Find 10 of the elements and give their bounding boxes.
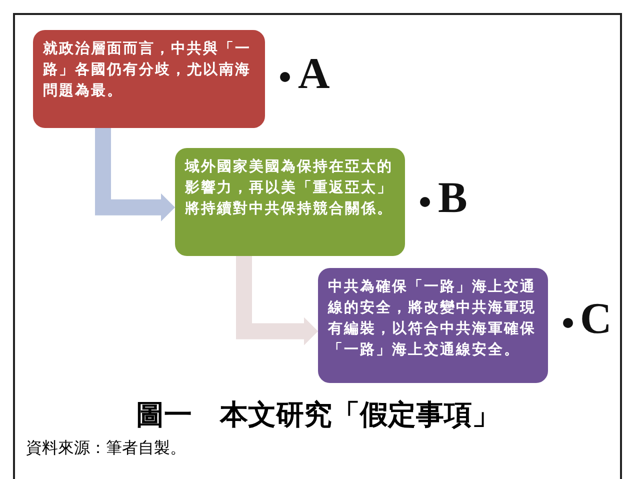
- text-box: 就政治層面而言，中共與「一路」各國仍有分歧，尤以南海問題為最。: [33, 30, 265, 128]
- item-letter: C: [580, 297, 612, 341]
- text-box: 中共為確保「一路」海上交通線的安全，將改變中共海軍現有編裝，以符合中共海軍確保「一路」海上交通線安全。: [318, 268, 548, 383]
- bent-arrow: [236, 256, 318, 346]
- source-note: 資料來源：筆者自製。: [26, 438, 186, 458]
- item-letter: B: [438, 176, 468, 220]
- text-box: 域外國家美國為保持在亞太的影響力，再以美「重返亞太」將持續對中共保持競合關係。: [175, 148, 405, 256]
- item-letter: A: [298, 52, 330, 96]
- figure-caption: 圖一 本文研究「假定事項」: [135, 398, 501, 432]
- bent-arrow: [95, 128, 175, 222]
